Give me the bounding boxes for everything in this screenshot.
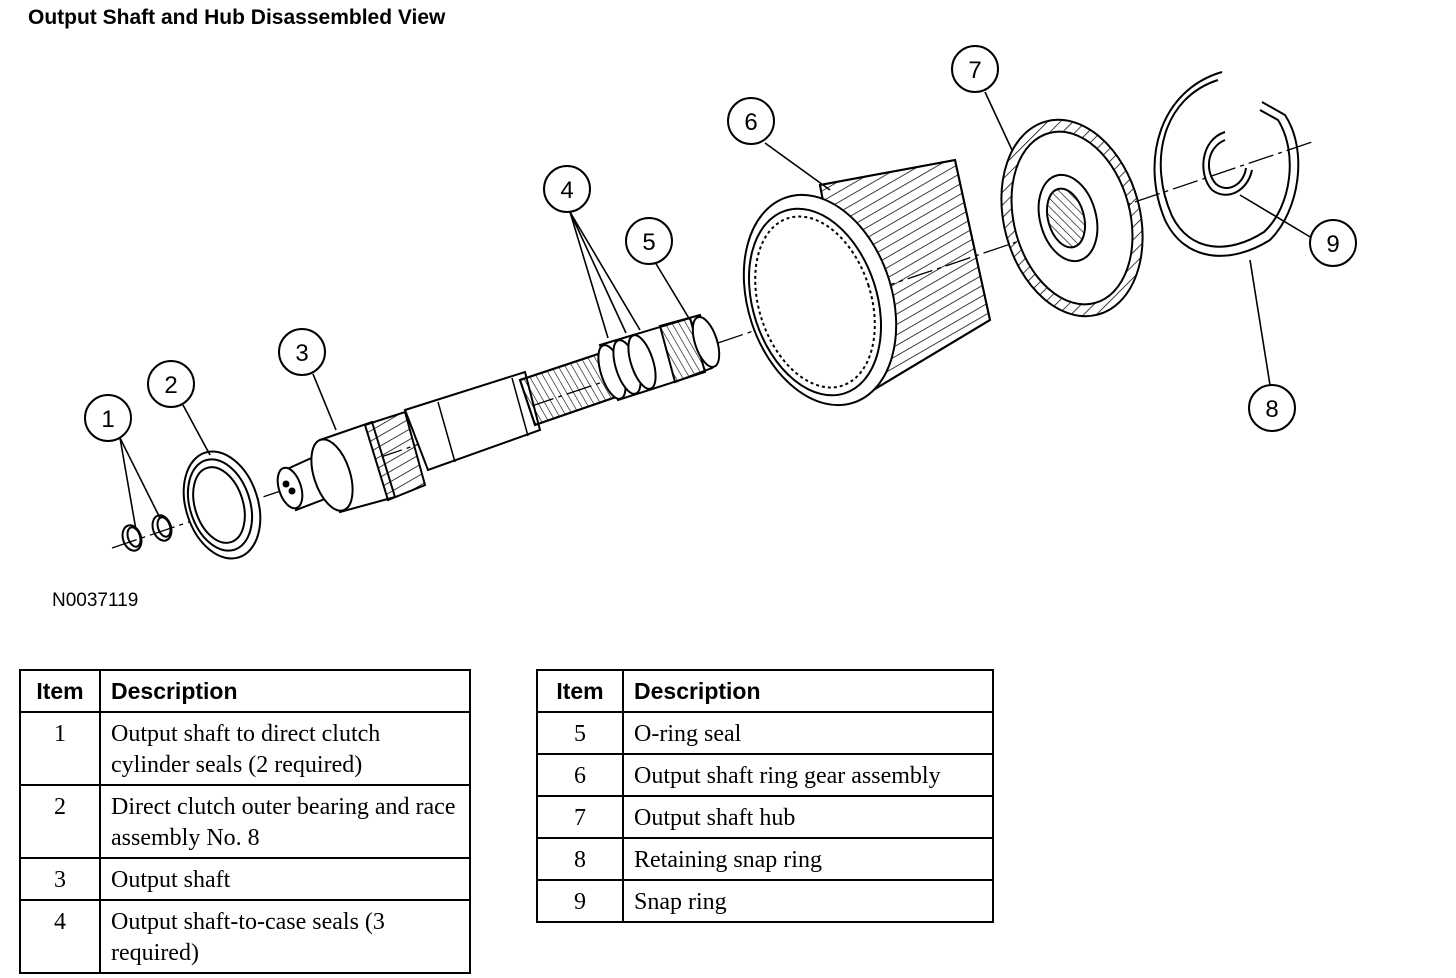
svg-text:1: 1	[101, 406, 114, 433]
item-number: 9	[536, 879, 624, 923]
callout-4: 4	[543, 165, 591, 213]
item-number: 8	[536, 837, 624, 881]
callout-7: 7	[951, 45, 999, 93]
callout-5: 5	[625, 217, 673, 265]
part-6-ring-gear	[742, 158, 992, 407]
legend-row: 6 Output shaft ring gear assembly	[536, 753, 994, 797]
item-description: Output shaft	[99, 857, 471, 901]
callout-2: 2	[147, 360, 195, 408]
legend-table-right: Item Description 5 O-ring seal 6 Output …	[536, 669, 994, 923]
svg-text:8: 8	[1265, 396, 1278, 423]
part-2-bearing	[182, 450, 262, 560]
exploded-view-diagram: 1 2 3 4 5 6 7 8 9	[84, 45, 1357, 560]
item-header: Item	[536, 669, 624, 713]
item-number: 5	[536, 711, 624, 755]
part-9-snap-ring	[1202, 131, 1253, 196]
legend-row: 7 Output shaft hub	[536, 795, 994, 839]
svg-text:2: 2	[164, 372, 177, 399]
figure-title: Output Shaft and Hub Disassembled View	[28, 6, 446, 29]
description-header: Description	[99, 669, 471, 713]
legend-row: 1 Output shaft to direct clutch cylinder…	[19, 711, 471, 786]
item-description: Output shaft to direct clutch cylinder s…	[99, 711, 471, 786]
callout-3: 3	[278, 328, 326, 376]
part-8-retaining-snap-ring	[1153, 71, 1300, 257]
item-number: 7	[536, 795, 624, 839]
part-7-hub	[1000, 118, 1144, 318]
item-header: Item	[19, 669, 101, 713]
item-description: O-ring seal	[622, 711, 994, 755]
part-3-output-shaft	[276, 313, 721, 514]
item-description: Output shaft-to-case seals (3 required)	[99, 899, 471, 974]
legend-row: 8 Retaining snap ring	[536, 837, 994, 881]
legend-row: 5 O-ring seal	[536, 711, 994, 755]
svg-text:7: 7	[968, 57, 981, 84]
legend-row: 4 Output shaft-to-case seals (3 required…	[19, 899, 471, 974]
legend-header-row: Item Description	[19, 669, 471, 713]
legend-header-row: Item Description	[536, 669, 994, 713]
svg-text:9: 9	[1326, 231, 1339, 258]
svg-text:4: 4	[560, 177, 573, 204]
item-number: 2	[19, 784, 101, 859]
item-description: Snap ring	[622, 879, 994, 923]
leader-lines	[119, 91, 1313, 531]
legend-row: 2 Direct clutch outer bearing and race a…	[19, 784, 471, 859]
callout-6: 6	[727, 97, 775, 145]
item-description: Output shaft hub	[622, 795, 994, 839]
svg-text:6: 6	[744, 109, 757, 136]
callout-1: 1	[84, 394, 132, 442]
legend-row: 3 Output shaft	[19, 857, 471, 901]
item-description: Output shaft ring gear assembly	[622, 753, 994, 797]
item-number: 4	[19, 899, 101, 974]
item-number: 6	[536, 753, 624, 797]
part-1-seals	[121, 514, 173, 552]
item-number: 1	[19, 711, 101, 786]
svg-text:3: 3	[295, 340, 308, 367]
callout-8: 8	[1248, 384, 1296, 432]
item-number: 3	[19, 857, 101, 901]
legend-row: 9 Snap ring	[536, 879, 994, 923]
figure-id: N0037119	[52, 590, 139, 611]
svg-text:5: 5	[642, 229, 655, 256]
legend-table-left: Item Description 1 Output shaft to direc…	[19, 669, 471, 974]
item-description: Retaining snap ring	[622, 837, 994, 881]
callout-9: 9	[1309, 219, 1357, 267]
item-description: Direct clutch outer bearing and race ass…	[99, 784, 471, 859]
description-header: Description	[622, 669, 994, 713]
